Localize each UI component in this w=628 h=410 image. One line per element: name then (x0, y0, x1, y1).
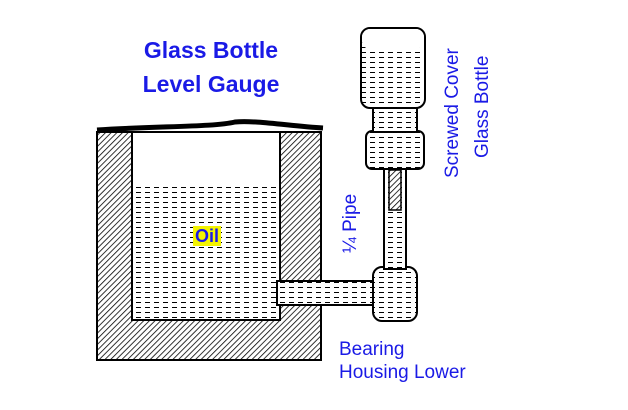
inner-tube (388, 169, 402, 211)
pipe-label: ¼ Pipe (340, 193, 361, 253)
screwed-cover (365, 130, 425, 170)
oil-label: Oil (193, 226, 222, 246)
screwed-cover-label: Screwed Cover (442, 48, 463, 178)
title-line-1: Glass Bottle (143, 37, 279, 63)
housing-lid (96, 119, 324, 133)
bearing-housing-label-line-2: Housing Lower (339, 362, 466, 383)
bearing-housing-label-line-1: Bearing (339, 339, 405, 360)
bearing-housing (96, 131, 322, 361)
housing-oil (133, 183, 279, 319)
horizontal-pipe (276, 280, 376, 306)
glass-bottle-label: Glass Bottle (472, 55, 493, 158)
lower-elbow (372, 266, 418, 322)
bottle-neck (372, 107, 418, 133)
title-line-2: Level Gauge (142, 71, 280, 97)
